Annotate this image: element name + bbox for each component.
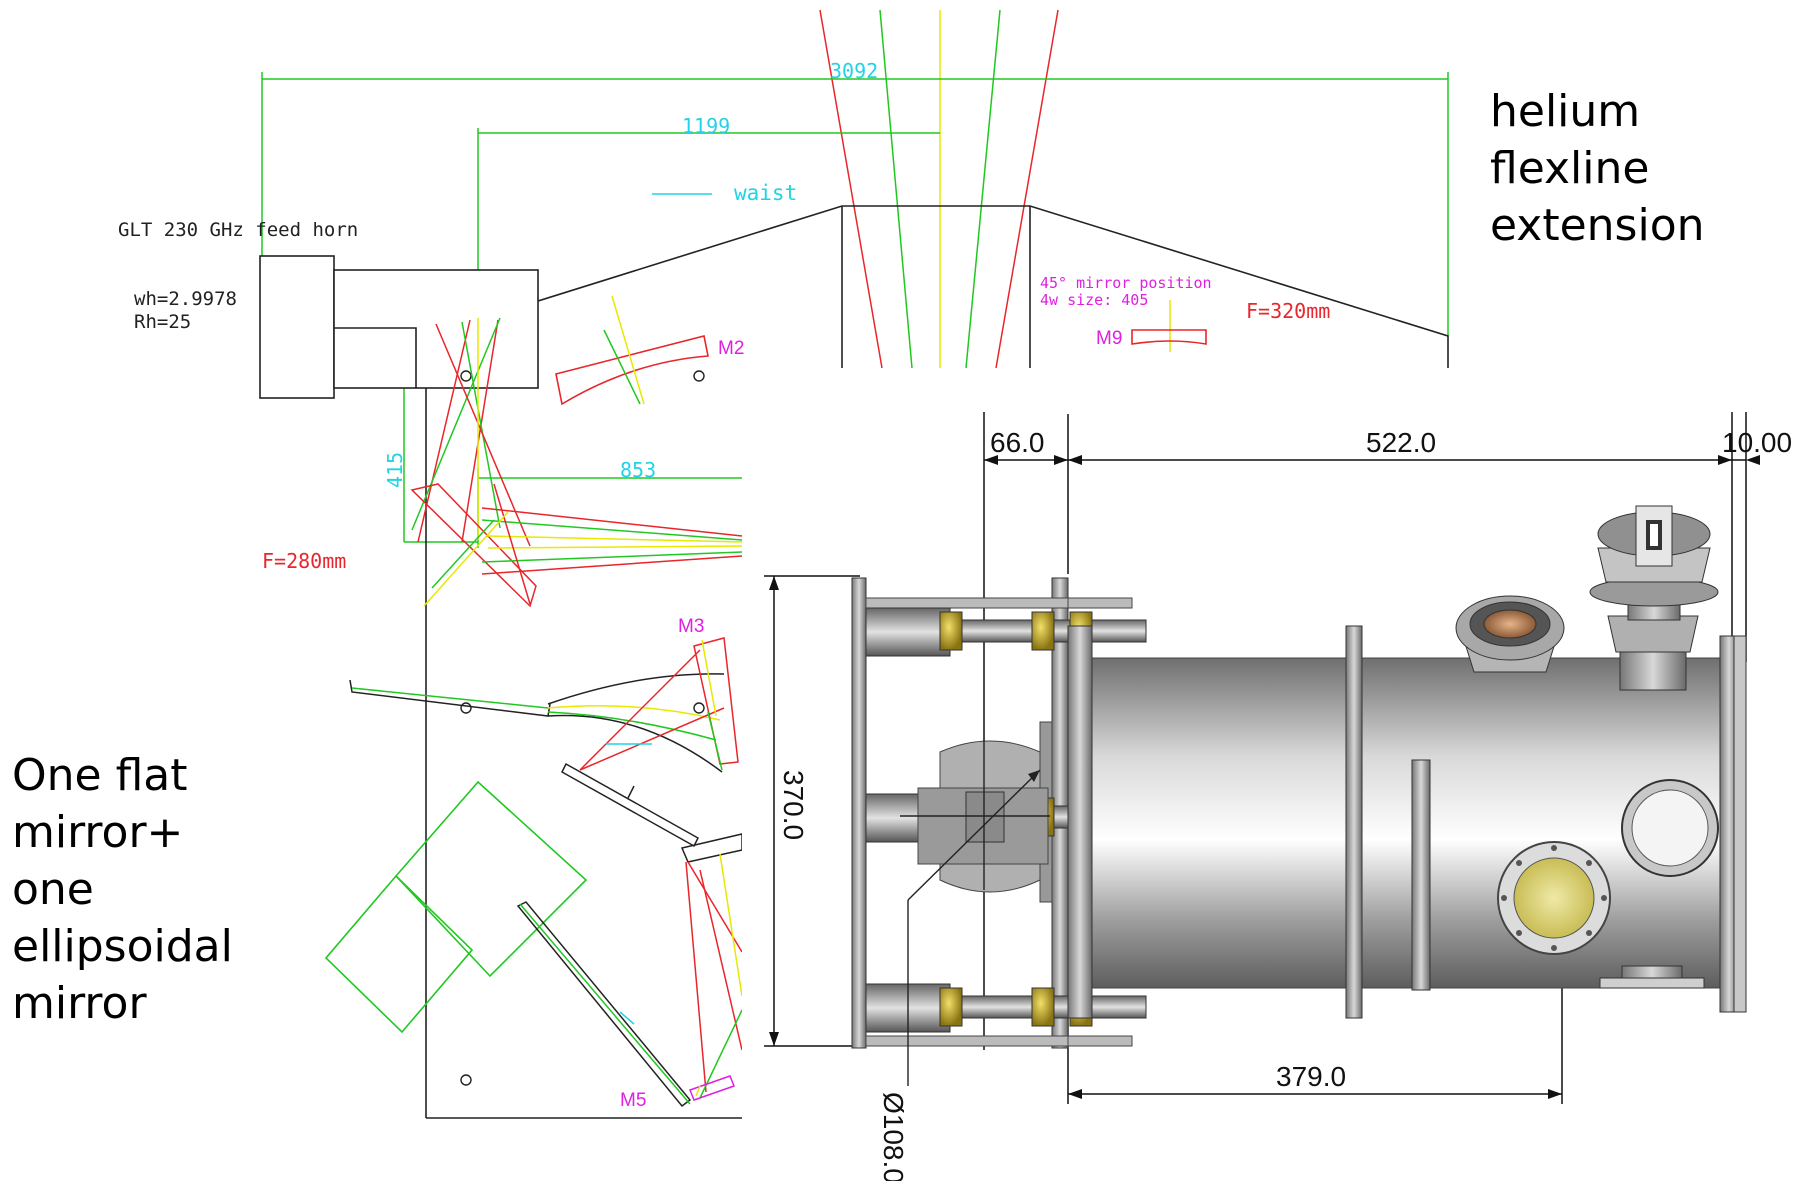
optical-layout: 3092 1199 853 415 waist GLT 230 GHz feed… [118,9,1449,1119]
note-right-line: flexline [1490,143,1650,194]
center-disc [900,740,1050,1086]
dim-370: 370.0 [778,770,809,840]
feed-horn-title: GLT 230 GHz feed horn [118,219,358,241]
note-left-line: ellipsoidal [12,921,233,972]
dim-diameter: Ø108.0 [878,1092,909,1181]
cryostat-dim-labels: 66.0 522.0 10.00 379.0 370.0 Ø108.0 [778,427,1792,1184]
dim-379: 379.0 [1276,1061,1346,1092]
note-right-line: helium [1490,86,1641,137]
note-left-line: mirror+ [12,807,184,858]
dim-522: 522.0 [1366,427,1436,458]
green-boxes [324,780,588,1034]
dim-10: 10.00 [1722,427,1792,458]
note-helium-flexline: helium flexline extension [1490,83,1705,254]
waist-label: waist [734,181,797,205]
m9-label: M9 [1096,328,1122,349]
dim-arrows [769,455,1760,1099]
m5-assembly [516,833,743,1108]
focal-left: F=280mm [262,549,346,573]
note-right-line: extension [1490,200,1705,251]
note-left-line: one [12,864,94,915]
mounting-holes [460,370,705,1086]
horn-wh: wh=2.9978 [134,288,237,310]
feed-rays [411,317,531,547]
m5-label: M5 [620,1090,646,1111]
top-port-valve [1589,505,1719,691]
cryostat-dim-lines [764,412,1747,1104]
cryostat-drawing: 66.0 522.0 10.00 379.0 370.0 Ø108.0 [764,412,1792,1184]
m3-assembly [349,637,739,848]
m3-label: M3 [678,616,704,637]
mirror-note-line1: 45° mirror position [1040,274,1212,292]
window-port [1621,779,1719,877]
yellow-window-port [1497,841,1611,955]
note-left-line: One flat [12,750,188,801]
m2-label: M2 [718,338,744,359]
note-left-line: mirror [12,978,147,1029]
horn-rh: Rh=25 [134,311,191,333]
dimension-labels: 3092 1199 853 415 [383,59,878,488]
m2-mirror [555,295,709,406]
dim-66: 66.0 [990,427,1045,458]
flat-mirror-rays [410,483,743,608]
top-port-copper [1455,595,1565,673]
dim-853: 853 [620,458,656,482]
mirror-note-line2: 4w size: 405 [1040,291,1148,309]
m9-mirror [1131,329,1207,345]
sky-beam [819,9,1059,369]
dim-415: 415 [383,452,407,488]
note-mirrors: One flat mirror+ one ellipsoidal mirror [12,747,233,1032]
bottom-port [1599,965,1705,989]
dim-3092: 3092 [830,59,878,83]
focal-right: F=320mm [1246,299,1330,323]
dim-1199: 1199 [682,114,730,138]
feed-horn [259,255,539,399]
